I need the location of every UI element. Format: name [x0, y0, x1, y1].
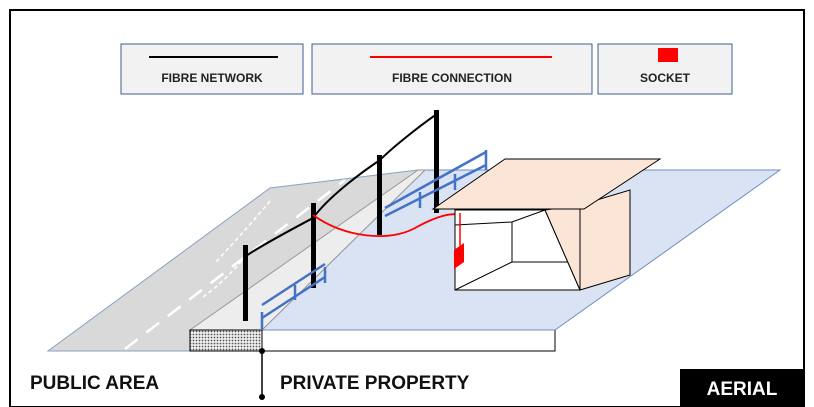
road-center-dashes	[124, 179, 346, 350]
house-roof	[431, 158, 662, 210]
private-property-label: PRIVATE PROPERTY	[280, 373, 470, 394]
house	[431, 158, 662, 291]
fibre-network	[202, 113, 438, 298]
fibre-network-dashed-end-icon	[202, 255, 247, 298]
utility-pole-icon	[311, 203, 316, 288]
legend-box-fibre-network	[120, 43, 304, 95]
legend-label-socket: SOCKET	[640, 71, 691, 85]
fibre-network-dashed-overlay	[215, 200, 271, 263]
legend-box-fibre-connection	[311, 43, 593, 95]
fence-rail	[384, 163, 487, 218]
fence-rail	[261, 262, 326, 307]
legend: FIBRE NETWORK FIBRE CONNECTION SOCKET	[120, 43, 733, 95]
legend-label-fibre-network: FIBRE NETWORK	[161, 71, 263, 85]
ground-slab-edge	[261, 329, 556, 352]
property-boundary-marker	[259, 348, 265, 400]
overhead-fibre-segment-3	[379, 113, 438, 161]
house-floor-edge	[454, 261, 513, 291]
fence-rail	[384, 150, 487, 210]
overhead-fibre-segment-2	[312, 159, 381, 219]
utility-pole-icon	[243, 245, 248, 321]
kerb-hatched	[189, 329, 263, 352]
overhead-fibre-segment-1	[245, 217, 314, 257]
aerial-badge	[680, 369, 804, 407]
utility-poles	[243, 110, 439, 321]
utility-pole-icon	[377, 155, 382, 235]
public-area-label: PUBLIC AREA	[30, 373, 159, 394]
fence-rail	[261, 275, 326, 320]
aerial-badge-label: AERIAL	[707, 379, 778, 400]
fences	[260, 150, 488, 330]
legend-label-fibre-connection: FIBRE CONNECTION	[392, 71, 512, 85]
socket-swatch-icon	[658, 48, 678, 62]
boundary-dot-icon	[259, 394, 265, 400]
fibre-connection-drop-cable	[312, 213, 461, 237]
utility-pole-icon	[434, 110, 439, 213]
socket-icon	[454, 243, 464, 269]
